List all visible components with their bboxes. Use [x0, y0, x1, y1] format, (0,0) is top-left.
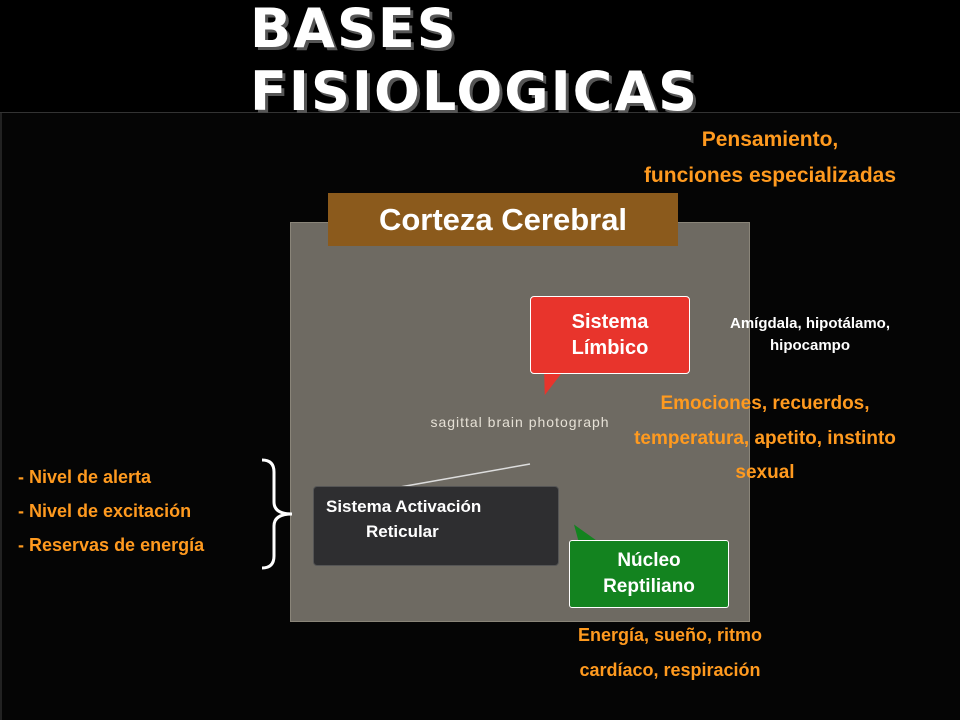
sar-line2: Reticular: [366, 521, 439, 541]
slide-title: BASES FISIOLOGICAS: [250, 0, 699, 123]
sar-line1: Sistema Activación: [326, 497, 482, 516]
brain-image-caption: sagittal brain photograph: [430, 414, 610, 430]
corteza-label: Corteza Cerebral: [328, 193, 678, 246]
nucleo-line2: Reptiliano: [603, 576, 695, 597]
sar-function-item: - Reservas de energía: [18, 535, 205, 555]
limbico-function-line3: sexual: [735, 462, 795, 483]
limbico-line2: Límbico: [571, 337, 649, 359]
brace-icon: [261, 458, 293, 570]
nucleo-function-line2: cardíaco, respiración: [579, 660, 761, 680]
limbico-structures-line1: Amígdala, hipotálamo,: [729, 315, 891, 332]
nucleo-line1: Núcleo: [617, 550, 681, 572]
limbico-structures: Amígdala, hipotálamo, hipocampo: [700, 313, 920, 357]
nucleo-label: Núcleo Reptiliano: [569, 540, 729, 608]
sar-functions-list: - Nivel de alerta - Nivel de excitación …: [18, 460, 204, 562]
nucleo-function-line1: Energía, sueño, ritmo: [577, 625, 763, 645]
limbico-label: Sistema Límbico: [530, 296, 690, 374]
cortex-function-line1: Pensamiento,: [701, 128, 839, 151]
sar-label: Sistema Activación Reticular: [313, 486, 559, 566]
limbico-function-line1: Emociones, recuerdos,: [660, 393, 870, 414]
header-bar: [0, 0, 960, 113]
limbico-structures-line2: hipocampo: [769, 336, 850, 354]
limbico-line1: Sistema: [571, 311, 649, 333]
limbico-function-line2: temperatura, apetito, instinto: [634, 428, 896, 449]
sar-function-item: - Nivel de alerta: [18, 467, 152, 487]
sar-function-item: - Nivel de excitación: [18, 501, 192, 521]
cortex-function-line2: funciones especializadas: [643, 164, 897, 187]
